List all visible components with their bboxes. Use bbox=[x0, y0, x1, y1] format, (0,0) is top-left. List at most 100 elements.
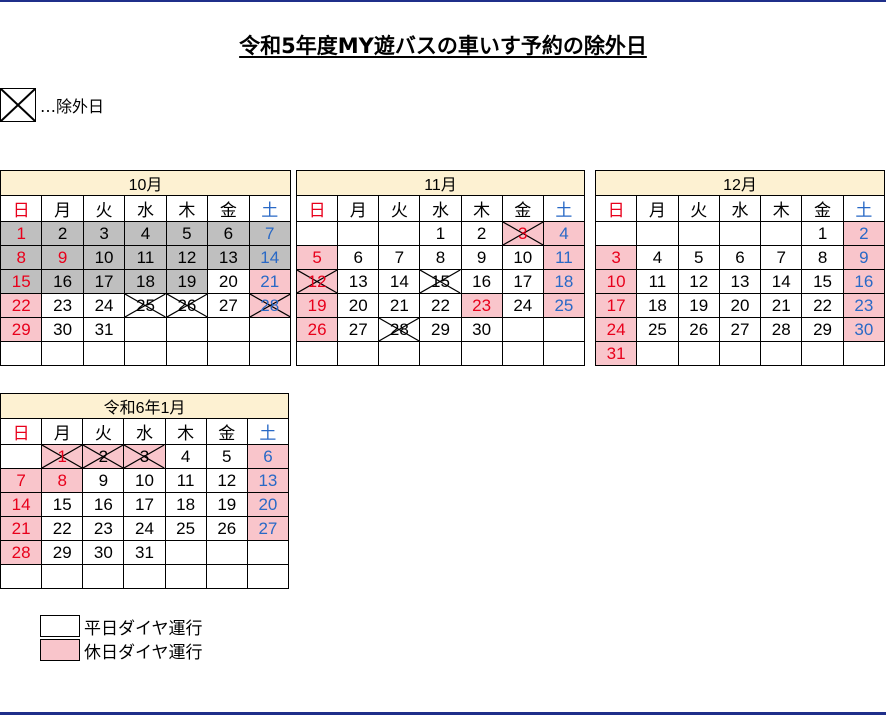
day-number: 5 bbox=[222, 446, 232, 466]
day-number: 3 bbox=[611, 247, 621, 267]
day-cell: 30 bbox=[82, 540, 125, 565]
day-number: 23 bbox=[93, 518, 113, 538]
month-header: 11月 bbox=[296, 170, 585, 196]
day-cell: 22 bbox=[41, 516, 84, 541]
empty-cell bbox=[501, 341, 544, 366]
day-cell: 15 bbox=[41, 492, 84, 517]
day-cell: 1 bbox=[801, 221, 844, 246]
day-cell: 20 bbox=[718, 293, 762, 318]
empty-cell bbox=[246, 564, 290, 589]
empty-cell bbox=[542, 341, 586, 366]
empty-cell bbox=[164, 564, 207, 589]
day-cell: 1 bbox=[0, 221, 43, 246]
day-cell: 25 bbox=[636, 317, 679, 342]
day-cell: 14 bbox=[248, 245, 292, 270]
empty-cell bbox=[207, 317, 250, 342]
empty-cell bbox=[677, 341, 720, 366]
day-number: 30 bbox=[93, 542, 113, 562]
day-number: 16 bbox=[854, 271, 874, 291]
day-cell: 7 bbox=[0, 468, 43, 493]
day-cell: 27 bbox=[207, 293, 250, 318]
day-cell: 25 bbox=[164, 516, 207, 541]
day-cell: 3 bbox=[123, 444, 166, 469]
day-number: 22 bbox=[813, 295, 832, 315]
day-cell: 21 bbox=[248, 269, 292, 294]
day-number: 27 bbox=[348, 319, 368, 339]
day-cell: 23 bbox=[460, 293, 503, 318]
day-cell: 12 bbox=[677, 269, 720, 294]
day-cell: 28 bbox=[378, 317, 421, 342]
day-cell: 3 bbox=[82, 221, 126, 246]
day-cell: 23 bbox=[41, 293, 84, 318]
weekday-header: 金 bbox=[801, 195, 844, 222]
day-number: 26 bbox=[217, 518, 237, 538]
empty-cell bbox=[337, 341, 380, 366]
day-cell: 30 bbox=[460, 317, 503, 342]
day-cell: 10 bbox=[501, 245, 544, 270]
weekday-header: 月 bbox=[41, 418, 84, 445]
day-cell: 2 bbox=[460, 221, 503, 246]
day-number: 9 bbox=[57, 247, 68, 267]
day-number: 2 bbox=[859, 223, 869, 243]
empty-cell bbox=[801, 341, 844, 366]
day-number: 23 bbox=[472, 295, 492, 315]
day-number: 26 bbox=[177, 295, 197, 315]
day-cell: 17 bbox=[82, 269, 126, 294]
day-number: 7 bbox=[776, 247, 786, 267]
day-number: 29 bbox=[431, 319, 450, 339]
day-number: 25 bbox=[554, 295, 574, 315]
weekday-header: 金 bbox=[501, 195, 544, 222]
empty-cell bbox=[164, 540, 207, 565]
day-cell: 24 bbox=[123, 516, 166, 541]
day-number: 6 bbox=[263, 446, 273, 466]
day-number: 10 bbox=[513, 247, 533, 267]
day-number: 5 bbox=[182, 223, 192, 243]
day-number: 25 bbox=[647, 319, 667, 339]
day-cell: 11 bbox=[124, 245, 167, 270]
day-number: 4 bbox=[652, 247, 663, 267]
day-cell: 8 bbox=[419, 245, 462, 270]
day-number: 5 bbox=[693, 247, 704, 267]
day-number: 8 bbox=[57, 470, 67, 490]
day-cell: 9 bbox=[460, 245, 503, 270]
week-row: 26 27 28 29 30 bbox=[295, 317, 586, 342]
holiday-swatch bbox=[40, 639, 80, 661]
day-number: 13 bbox=[258, 470, 278, 490]
day-cell: 28 bbox=[760, 317, 803, 342]
day-cell: 16 bbox=[460, 269, 503, 294]
day-number: 30 bbox=[53, 319, 73, 339]
operation-legend: 平日ダイヤ運行 休日ダイヤ運行 bbox=[40, 614, 203, 663]
day-number: 18 bbox=[176, 494, 196, 514]
day-number: 20 bbox=[730, 295, 750, 315]
day-cell: 8 bbox=[0, 245, 43, 270]
day-cell: 17 bbox=[501, 269, 544, 294]
empty-cell bbox=[501, 317, 544, 342]
empty-cell bbox=[0, 564, 43, 589]
day-number: 23 bbox=[53, 295, 73, 315]
day-number: 12 bbox=[177, 247, 197, 267]
day-number: 10 bbox=[135, 470, 154, 490]
day-number: 12 bbox=[689, 271, 709, 291]
empty-cell bbox=[718, 221, 762, 246]
day-cell: 6 bbox=[246, 444, 290, 469]
empty-cell bbox=[248, 317, 292, 342]
day-number: 24 bbox=[94, 295, 114, 315]
day-number: 31 bbox=[135, 542, 154, 562]
day-cell: 26 bbox=[295, 317, 339, 342]
exclusion-legend: …除外日 bbox=[0, 88, 104, 122]
weekday-header: 月 bbox=[41, 195, 84, 222]
day-cell: 9 bbox=[82, 468, 125, 493]
empty-cell bbox=[419, 341, 462, 366]
day-cell: 29 bbox=[419, 317, 462, 342]
day-cell: 19 bbox=[205, 492, 248, 517]
day-cell: 4 bbox=[636, 245, 679, 270]
empty-cell bbox=[378, 341, 421, 366]
